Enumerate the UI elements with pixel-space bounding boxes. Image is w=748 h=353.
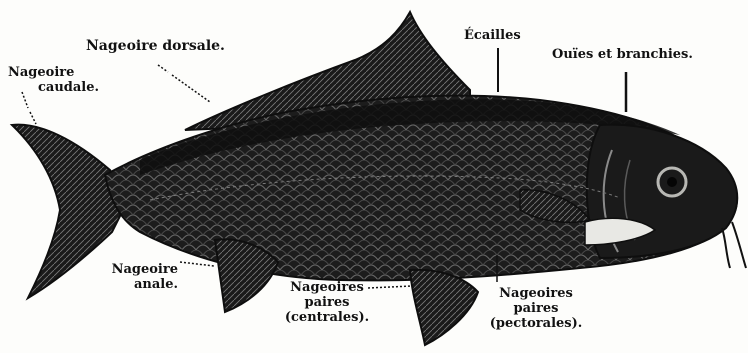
pelvic-fins-label-line1: Nageoires (272, 280, 382, 295)
scales-label-text: Écailles (464, 28, 521, 43)
barbel-2 (732, 222, 746, 268)
pectoral-fins-label: Nageoires paires (pectorales). (476, 286, 596, 331)
dorsal-fin-label: Nageoire dorsale. (86, 39, 225, 54)
anal-fin-label-line2: anale. (100, 277, 178, 292)
caudal-fin-label-line2: caudale. (8, 80, 99, 95)
caudal-fin-label-line1: Nageoire (8, 65, 99, 80)
caudal-leader (22, 92, 36, 124)
caudal-fin-label: Nageoire caudale. (8, 65, 99, 95)
dorsal-leader (158, 65, 210, 102)
pelvic-fins-label: Nageoires paires (centrales). (272, 280, 382, 325)
scales-label: Écailles (464, 28, 521, 43)
gills-label: Ouïes et branchies. (552, 47, 693, 62)
anal-leader (180, 262, 214, 266)
pectoral-fins-label-line1: Nageoires (476, 286, 596, 301)
pectoral-fins-label-line2: paires (476, 301, 596, 316)
pelvic-fins-label-line3: (centrales). (272, 310, 382, 325)
barbel-1 (722, 228, 730, 268)
pelvic-fins-label-line2: paires (272, 295, 382, 310)
anal-fin-label-line1: Nageoire (100, 262, 178, 277)
gills-label-text: Ouïes et branchies. (552, 47, 693, 62)
fish-pupil (667, 177, 677, 187)
anal-fin-label: Nageoire anale. (100, 262, 178, 292)
dorsal-fin-label-text: Nageoire dorsale. (86, 39, 225, 54)
pelvic-fin-shape (410, 270, 478, 345)
pectoral-fins-label-line3: (pectorales). (476, 316, 596, 331)
